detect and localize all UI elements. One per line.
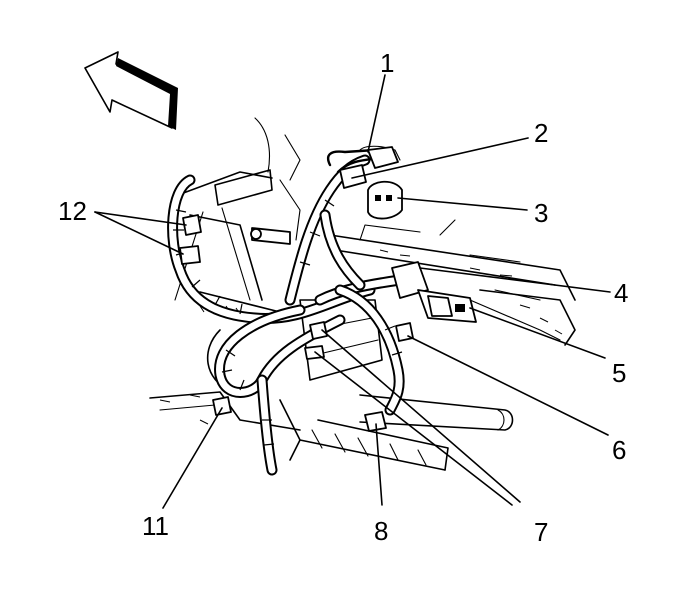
callout-1: 1	[380, 48, 394, 78]
callout-labels: 1 2 3 4 5 6 7 8 11 12	[58, 48, 628, 547]
connector-8	[364, 411, 387, 432]
callout-3: 3	[534, 198, 548, 228]
wiring-harness	[167, 145, 406, 476]
callout-11: 11	[142, 511, 169, 541]
connector-2	[339, 164, 367, 189]
callout-6: 6	[612, 435, 626, 465]
callout-8: 8	[374, 516, 388, 546]
forward-arrow-icon	[84, 51, 178, 130]
connector-11	[212, 396, 232, 416]
connector-12b	[179, 245, 201, 265]
callout-5: 5	[612, 358, 626, 388]
connectors	[179, 146, 477, 432]
connector-7a	[309, 321, 328, 340]
callout-2: 2	[534, 118, 548, 148]
connector-6	[395, 322, 414, 342]
connector-3	[367, 180, 403, 220]
callout-4: 4	[614, 278, 628, 308]
callout-12: 12	[58, 196, 87, 226]
leader-lines	[94, 74, 611, 509]
connector-4	[391, 261, 477, 323]
connector-12a	[182, 214, 202, 236]
callout-7: 7	[534, 517, 548, 547]
connector-1	[367, 146, 399, 169]
